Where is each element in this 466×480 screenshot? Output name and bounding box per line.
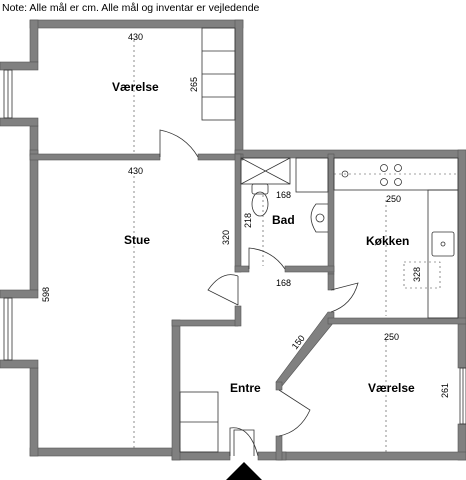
room-label-bad: Bad: [272, 213, 295, 227]
dim-top-room-width: 430: [128, 32, 143, 42]
room-label-entre: Entre: [230, 381, 261, 395]
fixtures: [179, 27, 459, 453]
room-label-stue: Stue: [124, 233, 150, 247]
dim-stue-width: 430: [128, 166, 143, 176]
dimension-lines: [133, 40, 387, 452]
plan-note: Note: Alle mål er cm. Alle mål og invent…: [2, 2, 260, 14]
room-label-vaerelse-top: Værelse: [112, 80, 159, 94]
dim-bedroom-depth: 261: [440, 383, 450, 398]
interior-walls: [29, 153, 466, 461]
dim-bad-depth: 218: [243, 213, 253, 228]
windows: [3, 69, 466, 425]
dim-hall-width: 168: [276, 278, 291, 288]
entrance-arrow-icon: [226, 462, 262, 480]
dim-kitchen-width: 250: [386, 194, 401, 204]
dim-bedroom-width: 250: [384, 332, 399, 342]
dim-stue-depth: 598: [41, 287, 51, 302]
doors: [159, 129, 359, 457]
dim-kitchen-depth: 328: [412, 267, 422, 282]
dim-bad-width: 168: [276, 190, 291, 200]
room-label-vaerelse-bottom: Værelse: [368, 381, 415, 395]
dim-stue-inner: 320: [221, 230, 231, 245]
dim-top-room-depth: 265: [189, 77, 199, 92]
room-label-koekken: Køkken: [366, 234, 409, 248]
